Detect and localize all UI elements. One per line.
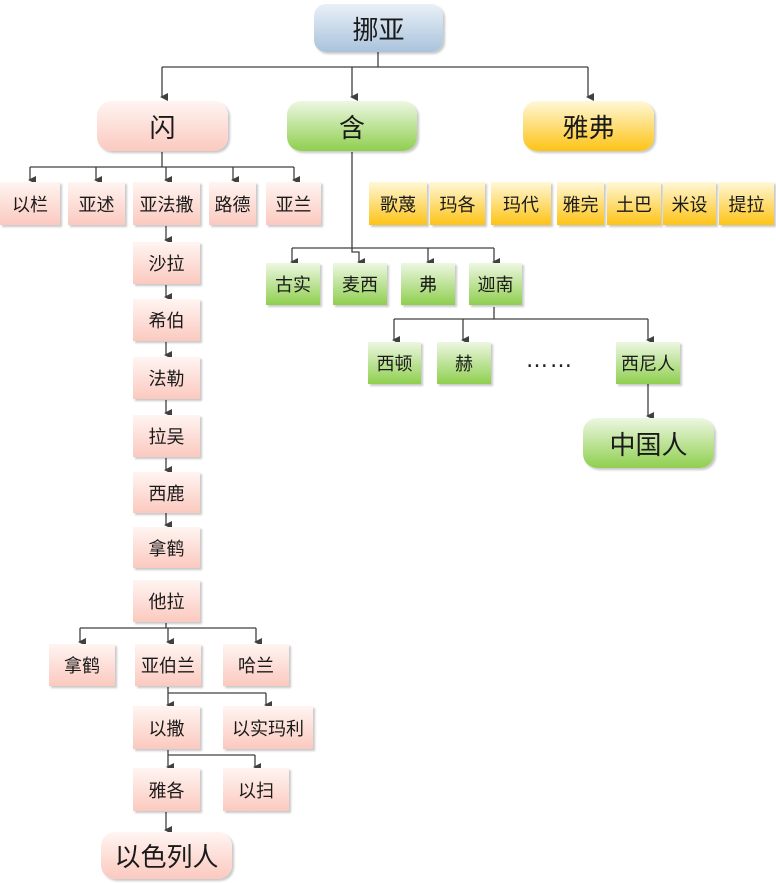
node-shem-line: 沙拉: [133, 242, 200, 284]
node-japheth-child: 玛代: [491, 182, 551, 225]
node-terah-child: 哈兰: [223, 644, 289, 686]
node-ham-child: 麦西: [333, 263, 387, 305]
node-chinese: 中国人: [583, 418, 714, 468]
node-abram-child: 以实玛利: [223, 706, 313, 749]
node-shem-line: 拉吴: [133, 415, 200, 457]
node-terah-child: 拿鹤: [49, 644, 115, 686]
node-shem: 闪: [97, 101, 228, 151]
node-shem-line: 希伯: [133, 299, 200, 341]
node-shem-child: 路德: [209, 182, 256, 225]
node-japheth: 雅弗: [523, 101, 654, 151]
node-japheth-child: 米设: [663, 182, 716, 225]
node-canaan-child: 西尼人: [616, 342, 680, 384]
node-ham-child: 古实: [266, 263, 320, 305]
node-isaac-child: 雅各: [133, 768, 200, 811]
node-japheth-child: 提拉: [719, 182, 774, 225]
node-ham-child: 迦南: [469, 263, 522, 305]
node-noah: 挪亚: [314, 4, 443, 52]
node-shem-child: 亚述: [68, 182, 125, 225]
node-ham: 含: [287, 101, 417, 151]
node-shem-line: 他拉: [133, 580, 200, 622]
node-shem-child: 亚兰: [266, 182, 321, 225]
node-canaan-child: 赫: [437, 342, 491, 384]
ellipsis: ……: [526, 348, 574, 373]
node-israelites: 以色列人: [101, 832, 232, 879]
node-shem-line: 法勒: [133, 357, 200, 399]
node-japheth-child: 雅完: [557, 182, 604, 225]
node-shem-line: 拿鹤: [133, 527, 200, 568]
node-shem-child: 亚法撒: [133, 182, 200, 225]
node-japheth-child: 土巴: [607, 182, 661, 225]
node-japheth-child: 歌蔑: [369, 182, 427, 225]
node-shem-child: 以栏: [0, 182, 60, 225]
node-canaan-child: 西顿: [368, 342, 421, 384]
node-japheth-child: 玛各: [430, 182, 485, 225]
node-isaac-child: 以扫: [223, 768, 289, 811]
node-abram-child: 以撒: [133, 706, 200, 749]
node-terah-child: 亚伯兰: [135, 644, 201, 686]
node-ham-child: 弗: [401, 263, 455, 305]
node-shem-line: 西鹿: [133, 472, 200, 513]
